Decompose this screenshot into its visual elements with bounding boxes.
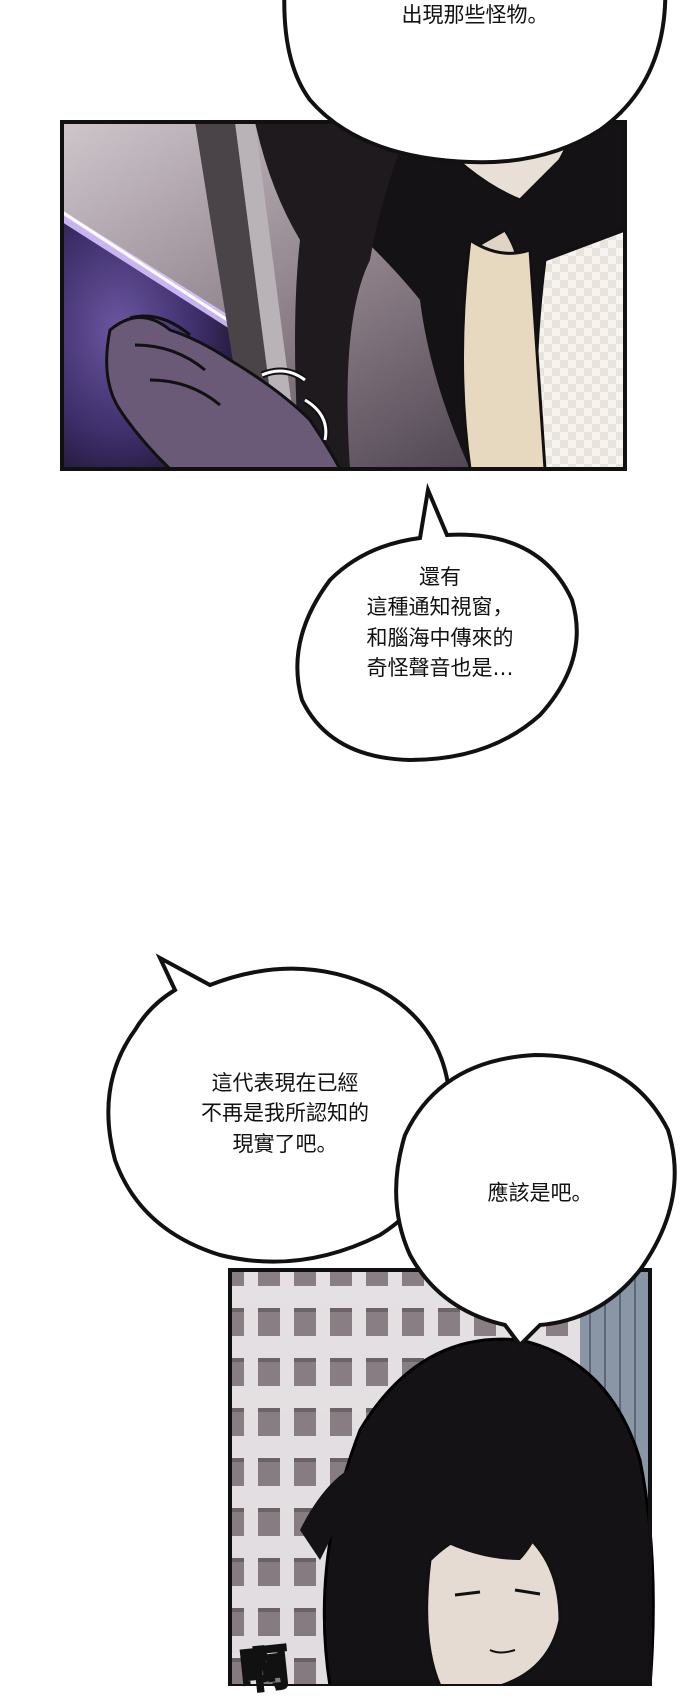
bubble-reality-shape <box>106 953 453 1264</box>
sfx-text: 啊 <box>236 1638 293 1702</box>
bubble-line: 不再是我所認知的 <box>201 1101 369 1126</box>
speech-bubbles <box>106 0 677 1349</box>
panel-city-character <box>228 1268 655 1686</box>
bubble-line: 出現那些怪物。 <box>401 3 549 27</box>
bubble-top: 出現那些怪物。 <box>330 0 620 30</box>
bubble-line: 應該是吧。 <box>487 1181 593 1205</box>
bubble-line: 這種通知視窗， <box>366 595 514 620</box>
bubble-line: 現實了吧。 <box>232 1131 338 1156</box>
bubble-line: 和腦海中傳來的 <box>366 625 514 650</box>
bubble-reply: 應該是吧。 <box>430 1178 650 1208</box>
bubble-reply-shape <box>394 1052 677 1349</box>
bubble-window-shape <box>295 482 579 763</box>
bubble-line: 還有 <box>419 565 461 589</box>
bubble-reality: 這代表現在已經 不再是我所認知的 現實了吧。 <box>150 1068 420 1159</box>
bubble-line: 這代表現在已經 <box>211 1071 359 1095</box>
bubble-top-shape <box>282 0 668 165</box>
panel-window-touch <box>60 120 627 471</box>
bubble-line: 奇怪聲音也是… <box>366 656 514 681</box>
bubble-window: 還有 這種通知視窗， 和腦海中傳來的 奇怪聲音也是… <box>315 562 565 684</box>
